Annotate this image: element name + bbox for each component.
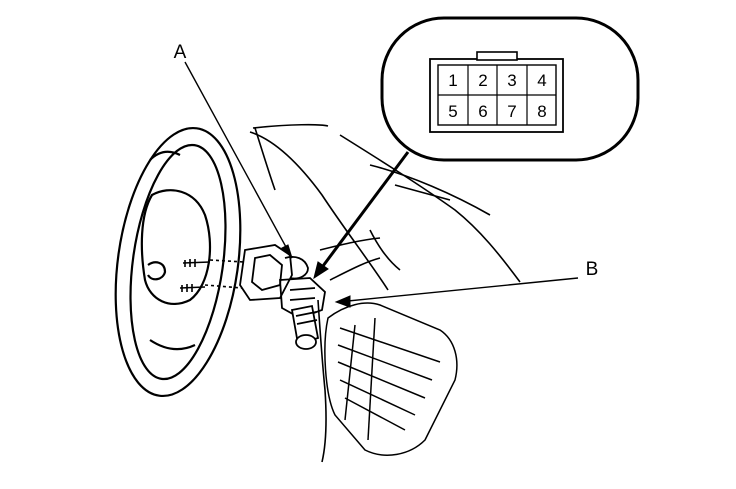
connector-pointer-arrowhead bbox=[313, 261, 329, 280]
pin-6: 6 bbox=[478, 102, 487, 121]
mounting-screws bbox=[179, 259, 245, 292]
pin-1: 1 bbox=[448, 71, 457, 90]
dashboard-outline bbox=[249, 123, 521, 463]
connector-detail-bubble: 1 2 3 4 5 6 7 8 bbox=[380, 16, 640, 162]
steering-wheel bbox=[114, 126, 242, 398]
pin-5: 5 bbox=[448, 102, 457, 121]
pin-3: 3 bbox=[507, 71, 516, 90]
leader-line-a bbox=[184, 61, 293, 259]
leader-lines bbox=[184, 61, 579, 308]
pin-4: 4 bbox=[537, 71, 546, 90]
pin-2: 2 bbox=[478, 71, 487, 90]
connector-latch bbox=[476, 51, 518, 61]
center-air-vent bbox=[324, 302, 458, 456]
callout-label-a: A bbox=[174, 42, 187, 63]
callout-label-b: B bbox=[586, 259, 599, 280]
horn-pad bbox=[140, 189, 212, 305]
connector-pointer-line bbox=[318, 151, 410, 271]
pin-7: 7 bbox=[507, 102, 516, 121]
arrowhead-a bbox=[281, 244, 293, 259]
arrowhead-b bbox=[334, 295, 351, 308]
pin-8: 8 bbox=[537, 102, 546, 121]
switch-stalk bbox=[290, 304, 320, 350]
emblem bbox=[147, 261, 167, 281]
leader-line-b bbox=[337, 277, 579, 303]
